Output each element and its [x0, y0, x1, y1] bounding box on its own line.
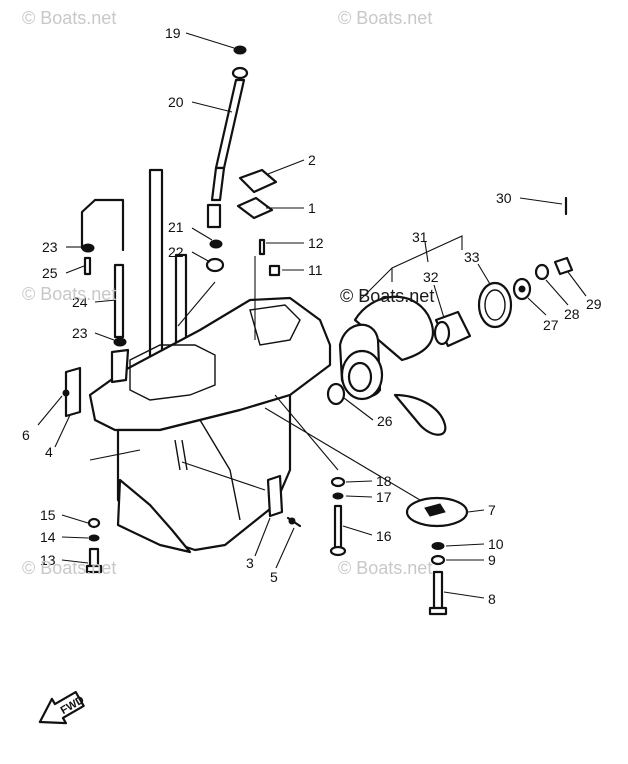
- part-6: [62, 389, 70, 397]
- part-23: [113, 337, 127, 347]
- part-33: [477, 281, 513, 329]
- drive-shaft: [148, 168, 164, 362]
- part-16-head: [329, 545, 347, 557]
- water-tube-seal: [110, 348, 130, 384]
- callout-26: 26: [377, 413, 393, 429]
- part-19: [233, 45, 247, 55]
- fwd-arrow-shape: [38, 690, 85, 725]
- watermark: © Boats.net: [22, 558, 117, 578]
- callout-4: 4: [45, 444, 53, 460]
- callout-24: 24: [72, 294, 88, 310]
- part-32-face: [433, 320, 451, 346]
- callout-30: 30: [496, 190, 512, 206]
- callout-27: 27: [543, 317, 559, 333]
- housing-contour: [199, 419, 241, 521]
- callout-2: 2: [308, 152, 316, 168]
- part-17: [332, 492, 344, 500]
- water-tube: [80, 198, 125, 252]
- watermark: © Boats.net: [338, 558, 433, 578]
- part-23: [81, 243, 95, 253]
- part-18: [330, 476, 346, 488]
- callout-11: 11: [308, 262, 323, 278]
- callout-22: 22: [168, 244, 184, 260]
- callout-12: 12: [308, 235, 324, 251]
- callout-6: 6: [22, 427, 30, 443]
- part-12: [258, 238, 266, 256]
- callout-16: 16: [376, 528, 392, 544]
- part-28: [534, 263, 550, 281]
- part-5-head: [288, 517, 296, 525]
- callout-10: 10: [488, 536, 504, 552]
- skeg: [116, 478, 192, 554]
- housing-boss: [249, 304, 301, 346]
- part-27-hole: [518, 285, 526, 293]
- callout-9: 9: [488, 552, 496, 568]
- callout-19: 19: [165, 25, 181, 41]
- part-11: [268, 264, 281, 277]
- callout-1: 1: [308, 200, 316, 216]
- callout-23: 23: [42, 239, 58, 255]
- trim-tab-slot: [181, 439, 188, 471]
- callout-28: 28: [564, 306, 580, 322]
- part-20: [214, 78, 246, 170]
- callout-18: 18: [376, 473, 392, 489]
- leader-lines: [37, 32, 587, 599]
- part-24: [113, 263, 125, 339]
- callout-5: 5: [270, 569, 278, 585]
- watermark: © Boats.net: [22, 8, 117, 28]
- callout-21: 21: [168, 219, 184, 235]
- callout-8: 8: [488, 591, 496, 607]
- part-15: [87, 517, 101, 529]
- part-9: [430, 554, 446, 566]
- callout-7: 7: [488, 502, 496, 518]
- fwd-arrow: FWD: [38, 690, 86, 725]
- part-4: [64, 366, 82, 418]
- part-26: [326, 382, 346, 406]
- part-10: [431, 542, 445, 550]
- part-13-head: [85, 564, 103, 574]
- callout-14: 14: [40, 529, 56, 545]
- part-16: [333, 504, 343, 552]
- callout-31: 31: [412, 229, 428, 245]
- part-22: [205, 257, 225, 273]
- watermark: © Boats.net: [338, 8, 433, 28]
- callout-numbers: 19 20 2 1 21 22 12 11 23 25 24 23 6 4 15…: [22, 25, 602, 607]
- part-21: [209, 239, 223, 249]
- callout-33: 33: [464, 249, 480, 265]
- part-8: [432, 570, 444, 612]
- callout-3: 3: [246, 555, 254, 571]
- part-1: [236, 196, 274, 220]
- callout-17: 17: [376, 489, 392, 505]
- prop-bore: [347, 361, 373, 393]
- callout-32: 32: [423, 269, 439, 285]
- part-33-inner: [484, 289, 506, 321]
- watermark: © Boats.net: [22, 284, 117, 304]
- part-20-bend: [210, 166, 226, 202]
- callout-25: 25: [42, 265, 58, 281]
- part-3: [266, 474, 284, 518]
- callout-20: 20: [168, 94, 184, 110]
- watermark: © Boats.net: [340, 286, 435, 306]
- lower-unit-housing: [88, 168, 332, 554]
- prop-blade-lower: [393, 393, 447, 436]
- part-14: [88, 534, 100, 542]
- propeller: [338, 295, 447, 436]
- part-25: [83, 256, 92, 276]
- prop-blade-upper: [353, 295, 434, 362]
- water-pump-area: [129, 344, 216, 401]
- part-2: [238, 168, 278, 194]
- callout-29: 29: [586, 296, 602, 312]
- callout-23: 23: [72, 325, 88, 341]
- part-7-emblem: [424, 503, 446, 517]
- sleeve: [206, 203, 222, 229]
- part-8-head: [428, 606, 448, 616]
- callout-15: 15: [40, 507, 56, 523]
- trim-tab-slot: [174, 439, 181, 471]
- callout-13: 13: [40, 552, 56, 568]
- grommet: [231, 66, 249, 80]
- part-29: [553, 256, 574, 276]
